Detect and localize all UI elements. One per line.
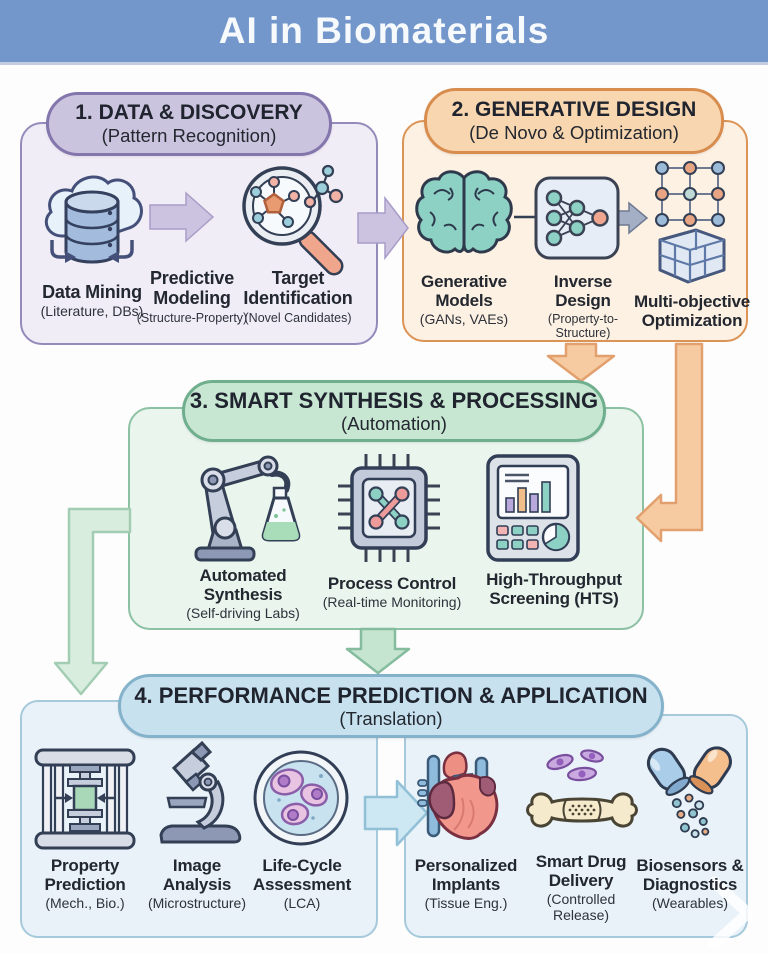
list-item: Property Prediction (Mech., Bio.) <box>30 856 140 912</box>
item-label: Automated Synthesis <box>199 566 287 605</box>
section2-subtitle: (De Novo & Optimization) <box>469 122 679 144</box>
arrow-section3-to-4-icon <box>345 627 411 675</box>
item-label: Data Mining <box>42 282 142 302</box>
item-label: Inverse Design <box>553 272 613 311</box>
item-sublabel: (GANs, VAEs) <box>419 311 509 328</box>
list-item: Image Analysis (Microstructure) <box>142 856 252 912</box>
arrow-section3-to-4-left-icon <box>53 507 132 696</box>
item-label: Biosensors & Diagnostics <box>636 856 744 895</box>
item-label: Property Prediction <box>44 856 126 895</box>
item-label: Personalized Implants <box>414 856 518 895</box>
pill-performance-application: 4. PERFORMANCE PREDICTION & APPLICATION … <box>118 674 664 738</box>
chip-icon <box>338 454 440 562</box>
list-item: Process Control (Real-time Monitoring) <box>312 574 472 611</box>
microscope-icon <box>159 740 242 844</box>
section4-subtitle: (Translation) <box>339 708 443 730</box>
list-item: Generative Models (GANs, VAEs) <box>408 272 520 328</box>
item-label: Multi-objective Optimization <box>634 292 751 331</box>
section1-subtitle: (Pattern Recognition) <box>101 125 277 147</box>
brain-icon <box>415 170 513 254</box>
item-sublabel: (Property-to-Structure) <box>547 312 619 341</box>
list-item: Personalized Implants (Tissue Eng.) <box>408 856 524 912</box>
bone-graft-icon <box>526 749 638 828</box>
section4-title: 4. PERFORMANCE PREDICTION & APPLICATION <box>134 682 648 708</box>
section1-title: 1. DATA & DISCOVERY <box>75 101 303 125</box>
item-label: Predictive Modeling <box>149 268 235 309</box>
list-item: Automated Synthesis (Self-driving Labs) <box>178 566 308 622</box>
item-sublabel: (Mech., Bio.) <box>45 895 125 912</box>
section3-subtitle: (Automation) <box>341 413 447 435</box>
list-item: Smart Drug Delivery (Controlled Release) <box>526 852 636 924</box>
item-label: Life-Cycle Assessment <box>252 856 352 895</box>
pill-smart-synthesis: 3. SMART SYNTHESIS & PROCESSING (Automat… <box>182 380 606 442</box>
robot-arm-flask-icon <box>194 455 301 562</box>
item-label: Smart Drug Delivery <box>535 852 627 891</box>
section2-title: 2. GENERATIVE DESIGN <box>451 98 697 122</box>
item-sublabel: (Real-time Monitoring) <box>322 594 462 611</box>
list-item: Biosensors & Diagnostics (Wearables) <box>632 856 748 912</box>
item-sublabel: (LCA) <box>283 895 321 912</box>
capsules-icon <box>646 746 732 839</box>
pill-data-discovery: 1. DATA & DISCOVERY (Pattern Recognition… <box>46 92 332 156</box>
list-item: Data Mining (Literature, DBs) <box>30 282 154 320</box>
list-item: High-Throughput Screening (HTS) <box>474 570 634 608</box>
list-item: Predictive Modeling (Structure-Property) <box>132 268 252 325</box>
item-sublabel: (Wearables) <box>652 895 728 912</box>
list-item: Multi-objective Optimization <box>634 292 750 330</box>
mechanical-test-icon <box>34 748 136 850</box>
item-label: Target Identification <box>243 268 353 309</box>
item-sublabel: (Structure-Property) <box>136 310 248 325</box>
heart-icon <box>417 751 499 840</box>
item-sublabel: (Self-driving Labs) <box>186 605 300 622</box>
list-item: Life-Cycle Assessment (LCA) <box>248 856 356 912</box>
item-label: Image Analysis <box>162 856 232 895</box>
arrow-section2-to-3-icon <box>546 342 616 383</box>
item-sublabel: (Novel Candidates) <box>244 310 352 325</box>
item-sublabel: (Literature, DBs) <box>40 303 144 320</box>
lattice-scaffold-icon <box>655 161 726 284</box>
section3-title: 3. SMART SYNTHESIS & PROCESSING <box>189 387 599 413</box>
item-label: Process Control <box>327 574 457 593</box>
page-title: AI in Biomaterials <box>218 10 550 51</box>
magnifier-molecule-icon <box>242 164 344 276</box>
list-item: Inverse Design (Property-to-Structure) <box>524 272 642 340</box>
neural-network-icon <box>534 176 620 260</box>
item-label: Generative Models <box>421 272 507 311</box>
petri-dish-icon <box>253 750 349 846</box>
cloud-database-icon <box>44 175 143 264</box>
item-label: High-Throughput Screening (HTS) <box>486 570 622 609</box>
header-bar: AI in Biomaterials <box>0 0 768 65</box>
screening-device-icon <box>486 454 580 562</box>
item-sublabel: (Controlled Release) <box>546 891 616 924</box>
item-sublabel: (Microstructure) <box>147 895 246 912</box>
item-sublabel: (Tissue Eng.) <box>424 895 508 912</box>
list-item: Target Identification (Novel Candidates) <box>238 268 358 325</box>
arrow-section2-to-3-side-icon <box>635 342 704 543</box>
pill-generative-design: 2. GENERATIVE DESIGN (De Novo & Optimiza… <box>424 88 724 154</box>
